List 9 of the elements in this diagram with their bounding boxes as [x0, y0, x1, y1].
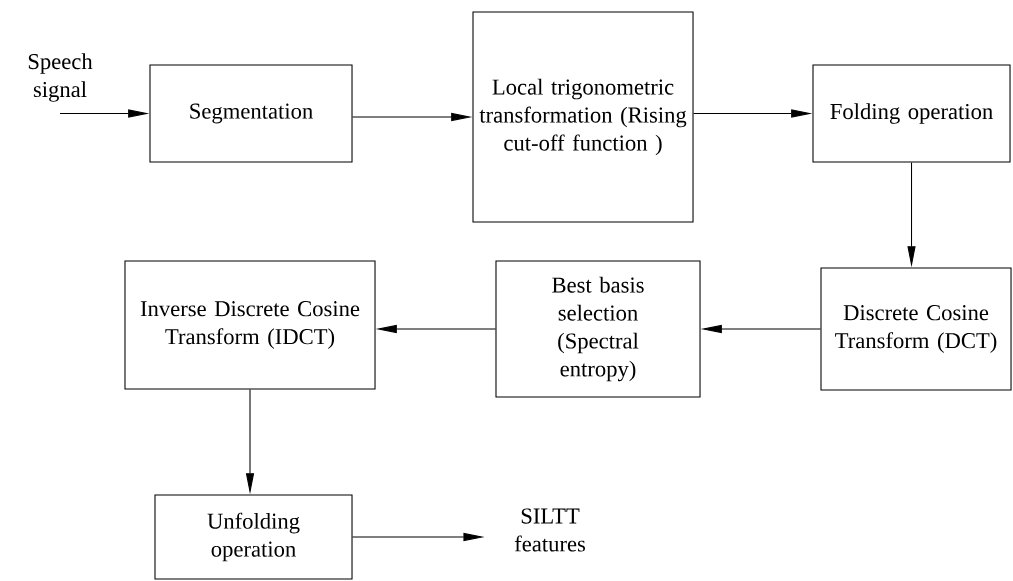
signal-label: Speech signal: [28, 53, 93, 102]
process-box: Local trigonometric transformation (Rising cut-off function ): [472, 11, 694, 223]
process-box: Segmentation: [149, 64, 353, 163]
process-box: Unfolding operation: [154, 494, 353, 580]
process-box: Folding operation: [812, 64, 1011, 163]
process-box: Inverse Discrete Cosine Transform (IDCT): [124, 260, 376, 390]
process-box: Best basis selection (Spectral entropy): [495, 260, 701, 398]
process-box: Discrete Cosine Transform (DCT): [820, 267, 1012, 391]
signal-label: SILTT features: [514, 508, 586, 552]
